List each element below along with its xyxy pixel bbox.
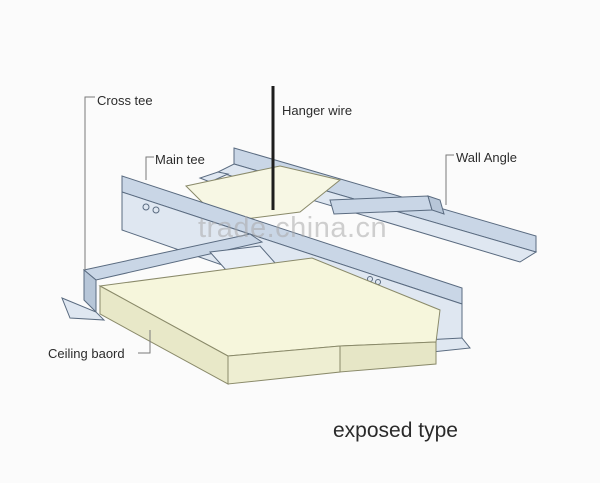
main-tee-leader (145, 156, 154, 180)
wall-angle-leader (445, 154, 454, 205)
label-ceiling-board: Ceiling baord (48, 346, 125, 361)
caption: exposed type (333, 419, 458, 442)
label-hanger-wire: Hanger wire (282, 103, 353, 118)
slot-hole (142, 203, 150, 211)
cross-tee-leader (84, 96, 95, 270)
label-wall-angle: Wall Angle (456, 150, 517, 165)
ceiling-board (98, 257, 441, 385)
ceiling-board-leader (138, 330, 151, 354)
watermark: trade.china.cn (198, 212, 388, 244)
label-cross-tee: Cross tee (97, 93, 153, 108)
label-main-tee: Main tee (155, 152, 205, 167)
leader-lines (84, 96, 454, 354)
slot-hole (152, 206, 160, 214)
cross-tee-right (329, 195, 445, 215)
